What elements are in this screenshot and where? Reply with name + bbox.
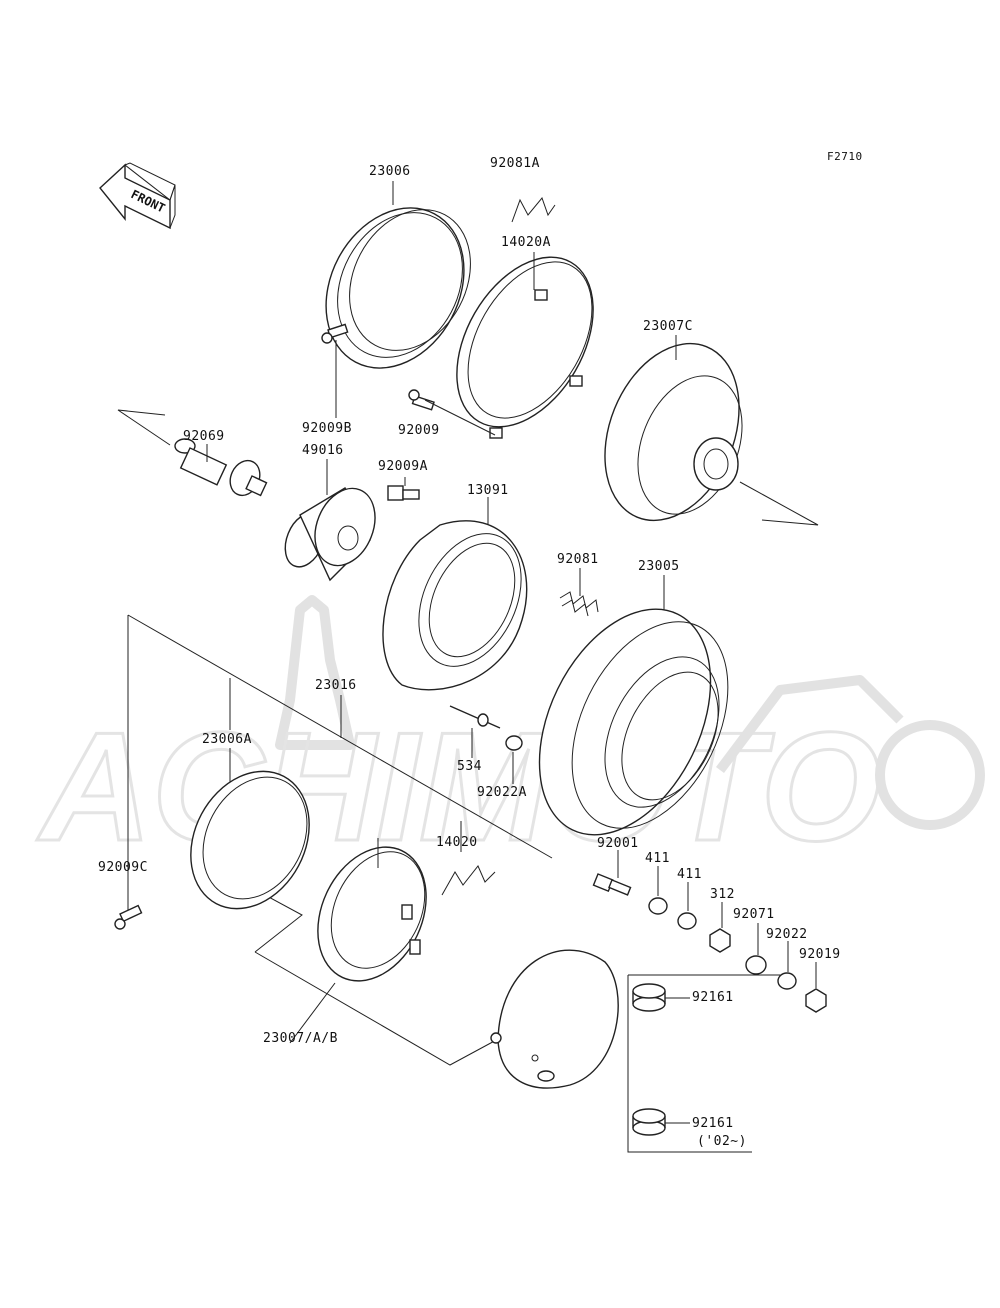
washer-92022a-icon <box>505 735 523 751</box>
label-92081: 92081 <box>557 552 599 567</box>
washer-411a-icon <box>648 897 668 915</box>
label-14020: 14020 <box>436 835 478 850</box>
label-23006a: 23006A <box>202 732 252 747</box>
label-23007c: 23007C <box>643 319 693 334</box>
watermark: ACHIMOTO <box>35 595 985 875</box>
label-92009: 92009 <box>398 423 440 438</box>
label-14020a: 14020A <box>501 235 551 250</box>
part-23007c-cover <box>604 342 743 522</box>
part-23006-rim <box>325 207 471 369</box>
part-23007ab-unit <box>317 846 427 982</box>
screw-92009b-icon <box>321 323 349 344</box>
part-14020-clip <box>441 865 496 896</box>
part-49016-socket <box>284 487 376 582</box>
reference-lines <box>117 409 819 1153</box>
label-92009b: 92009B <box>302 421 352 436</box>
watermark-text: ACHIMOTO <box>36 700 881 873</box>
nut-312-icon <box>709 928 731 953</box>
label-92161-b: 92161 <box>692 1116 734 1131</box>
label-23007ab: 23007/A/B <box>263 1031 338 1046</box>
label-92161-a: 92161 <box>692 990 734 1005</box>
part-92081-spring <box>559 591 599 617</box>
label-23016: 23016 <box>315 678 357 693</box>
label-13091: 13091 <box>467 483 509 498</box>
label-23005: 23005 <box>638 559 680 574</box>
label-411-b: 411 <box>677 867 702 882</box>
label-92071: 92071 <box>733 907 775 922</box>
label-23006: 23006 <box>369 164 411 179</box>
label-534: 534 <box>457 759 482 774</box>
part-534-pin <box>449 705 501 729</box>
part-rear-shell <box>490 949 619 1089</box>
label-92022a: 92022A <box>477 785 527 800</box>
spacer-92071-icon <box>745 955 767 975</box>
label-312: 312 <box>710 887 735 902</box>
cushion-92161a-icon <box>632 983 666 1012</box>
part-13091-ring <box>382 520 528 691</box>
part-92081a-clip <box>511 196 556 223</box>
nut-92019-icon <box>805 988 827 1013</box>
bolt-92001-icon <box>592 873 632 896</box>
washer-92022-icon <box>777 972 797 990</box>
leader-lines <box>127 181 817 1124</box>
front-arrow-icon: FRONT <box>99 162 176 230</box>
label-49016: 49016 <box>302 443 344 458</box>
label-92009c: 92009C <box>98 860 148 875</box>
cushion-92161b-icon <box>632 1108 666 1136</box>
label-92001: 92001 <box>597 836 639 851</box>
label-92081a: 92081A <box>490 156 540 171</box>
part-23005-body <box>538 608 729 836</box>
washer-411b-icon <box>677 912 697 930</box>
label-92009a: 92009A <box>378 459 428 474</box>
label-411-a: 411 <box>645 851 670 866</box>
screw-92009c-icon <box>114 904 143 930</box>
note-02: ('02~) <box>697 1134 747 1149</box>
label-92019: 92019 <box>799 947 841 962</box>
part-23006a-rim <box>190 770 310 910</box>
part-14020a-band <box>456 256 594 439</box>
label-92069: 92069 <box>183 429 225 444</box>
figure-code: F2710 <box>827 150 863 163</box>
part-92069-bulb <box>174 438 268 497</box>
screw-92009-icon <box>408 389 435 411</box>
bolt-92009a-icon <box>387 485 420 501</box>
label-92022: 92022 <box>766 927 808 942</box>
